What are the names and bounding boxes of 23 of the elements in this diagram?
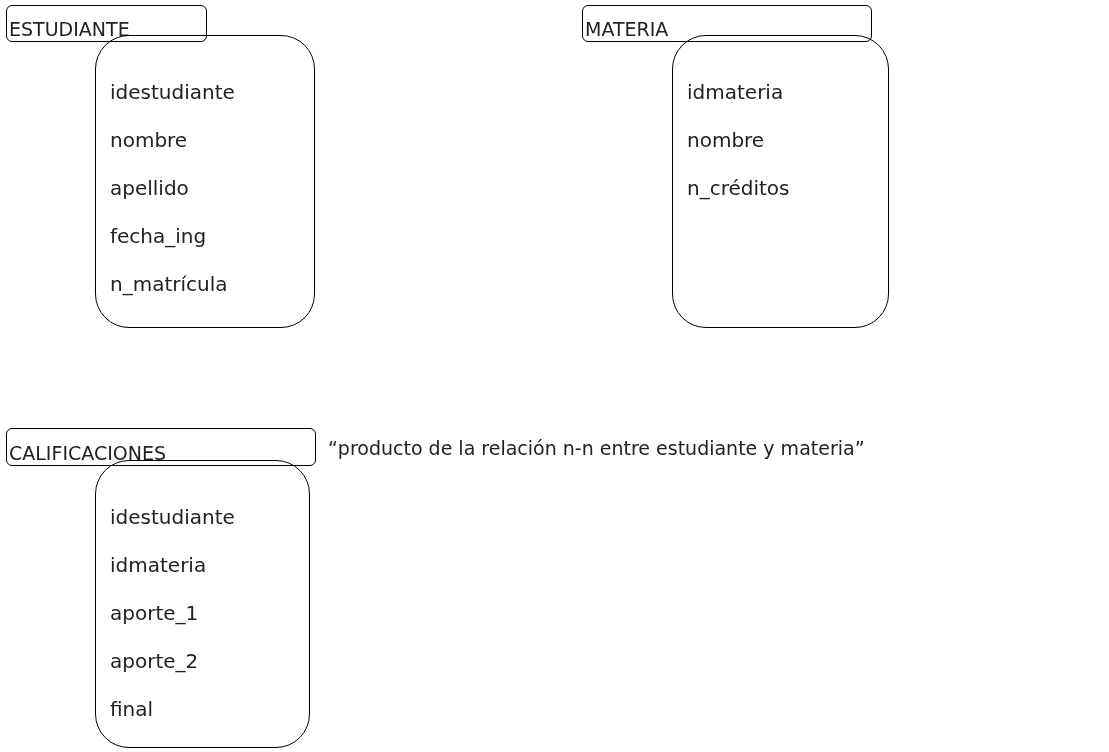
attribute-box: [672, 35, 889, 328]
attribute-name: nombre: [110, 127, 188, 154]
attribute-name: aporte_1: [110, 600, 199, 627]
attribute-name: n_matrícula: [110, 271, 228, 298]
attribute-name: apellido: [110, 175, 189, 202]
note-text: “producto de la relación n-n entre estudiante y materia”: [328, 437, 865, 459]
entity-name-box: [6, 5, 207, 42]
entity-name: ESTUDIANTE: [9, 18, 130, 40]
attribute-box: [95, 35, 315, 328]
attribute-name: idmateria: [110, 552, 207, 579]
attribute-name: idestudiante: [110, 504, 235, 531]
attribute-name: aporte_2: [110, 648, 199, 675]
entity-name-box: [582, 5, 872, 42]
attribute-name: n_créditos: [687, 175, 790, 202]
attribute-name: nombre: [687, 127, 765, 154]
attribute-name: fecha_ing: [110, 223, 207, 250]
entity-name-box: [6, 428, 316, 466]
attribute-box: [95, 460, 310, 748]
entity-name: MATERIA: [585, 18, 669, 40]
attribute-name: idmateria: [687, 79, 784, 106]
entity-name: CALIFICACIONES: [9, 442, 167, 464]
attribute-name: final: [110, 696, 154, 723]
attribute-name: idestudiante: [110, 79, 235, 106]
